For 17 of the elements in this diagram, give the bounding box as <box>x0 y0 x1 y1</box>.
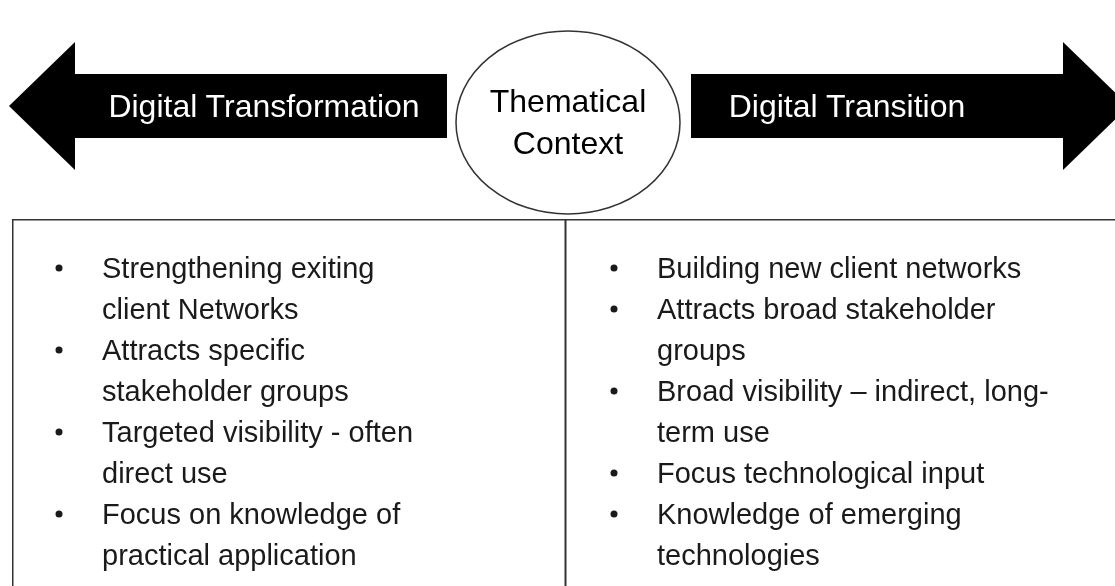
context-circle <box>455 30 681 215</box>
table-cell <box>565 219 1115 586</box>
arrow-label: Digital Transition <box>727 87 967 126</box>
bullet-text: Building new client networks <box>657 251 1023 286</box>
bullet-text: Attracts specific stakeholder groups <box>102 333 350 409</box>
bullet-text: Attracts broad stakeholder groups <box>657 292 997 368</box>
bullet-text: Strengthening exiting client Networks <box>102 251 376 327</box>
bullet-text: Knowledge of emerging technologies <box>657 497 963 573</box>
bullet-text: Focus technological input <box>657 456 986 491</box>
arrow-label: Digital Transformation <box>107 87 421 126</box>
circle-label: Thematical Context <box>488 82 648 163</box>
bullet-text: Focus on knowledge of practical application <box>102 497 402 573</box>
bullet-text: Targeted visibility - often direct use <box>102 415 415 491</box>
bullet-text: Broad visibility – indirect, long-term use <box>657 374 1050 450</box>
arrow-shape <box>9 42 447 170</box>
arrow-shape <box>691 42 1115 170</box>
table-cell <box>12 219 566 586</box>
